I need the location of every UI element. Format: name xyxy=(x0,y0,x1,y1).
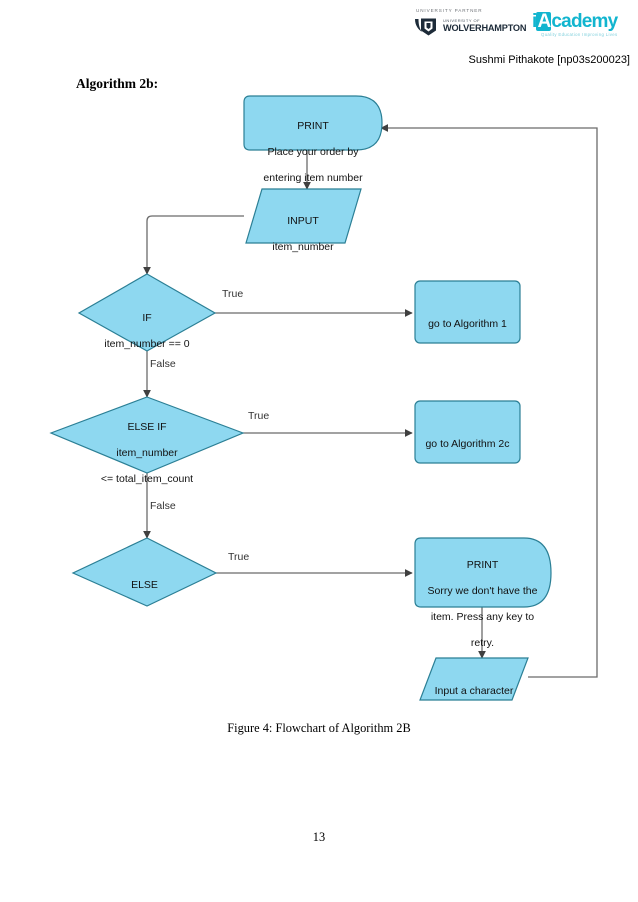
edge-label-else-true: True xyxy=(228,551,250,563)
edge-label-if-false: False xyxy=(150,358,176,370)
page-number: 13 xyxy=(312,830,326,844)
wolverhampton-shield-icon xyxy=(415,18,436,36)
algorithm-title: Algorithm 2b: xyxy=(76,76,159,91)
node-goto-alg1-shape xyxy=(414,280,521,344)
flowchart-figure: PRINT Place your order by entering item … xyxy=(0,88,638,718)
university-partner-label: UNIVERSITY PARTNER xyxy=(416,8,483,13)
connector-loop-back xyxy=(380,124,598,678)
node-input-character-shape xyxy=(419,657,529,701)
node-elseif-shape xyxy=(49,396,245,474)
node-print-sorry-shape xyxy=(414,537,552,608)
node-else-shape xyxy=(71,537,218,607)
wolverhampton-logo: UNIVERSITY PARTNER UNIVERSITY OF WOLVERH… xyxy=(414,8,527,42)
iacademy-wordmark: iAcademy xyxy=(532,11,618,32)
edge-label-elseif-true: True xyxy=(248,410,270,422)
iacademy-tagline: Quality Education Improving Lives xyxy=(541,32,618,37)
figure-caption: Figure 4: Flowchart of Algorithm 2B xyxy=(227,721,411,735)
header-logos: UNIVERSITY PARTNER UNIVERSITY OF WOLVERH… xyxy=(414,8,632,42)
page-header: UNIVERSITY PARTNER UNIVERSITY OF WOLVERH… xyxy=(0,6,638,70)
university-name-label: WOLVERHAMPTON xyxy=(443,23,527,33)
edge-label-if-true: True xyxy=(222,288,244,300)
wolverhampton-wordmark: UNIVERSITY OF WOLVERHAMPTON xyxy=(443,18,527,33)
student-name-header: Sushmi Pithakote [np03s200023] xyxy=(468,54,630,66)
edge-label-elseif-false: False xyxy=(150,500,176,512)
node-print-order-shape xyxy=(243,95,383,151)
node-goto-alg2c-shape xyxy=(414,400,521,464)
flowchart-canvas xyxy=(49,95,598,701)
node-if-shape xyxy=(77,273,217,352)
connector-input-to-if xyxy=(143,215,244,275)
iacademy-logo: iAcademy Quality Education Improving Liv… xyxy=(532,8,632,42)
iacademy-letter-a: A xyxy=(536,11,552,32)
university-of-label: UNIVERSITY OF xyxy=(443,18,481,23)
iacademy-prefix: i xyxy=(532,11,537,32)
iacademy-rest: cademy xyxy=(551,11,618,32)
node-input-item-shape xyxy=(245,188,362,244)
